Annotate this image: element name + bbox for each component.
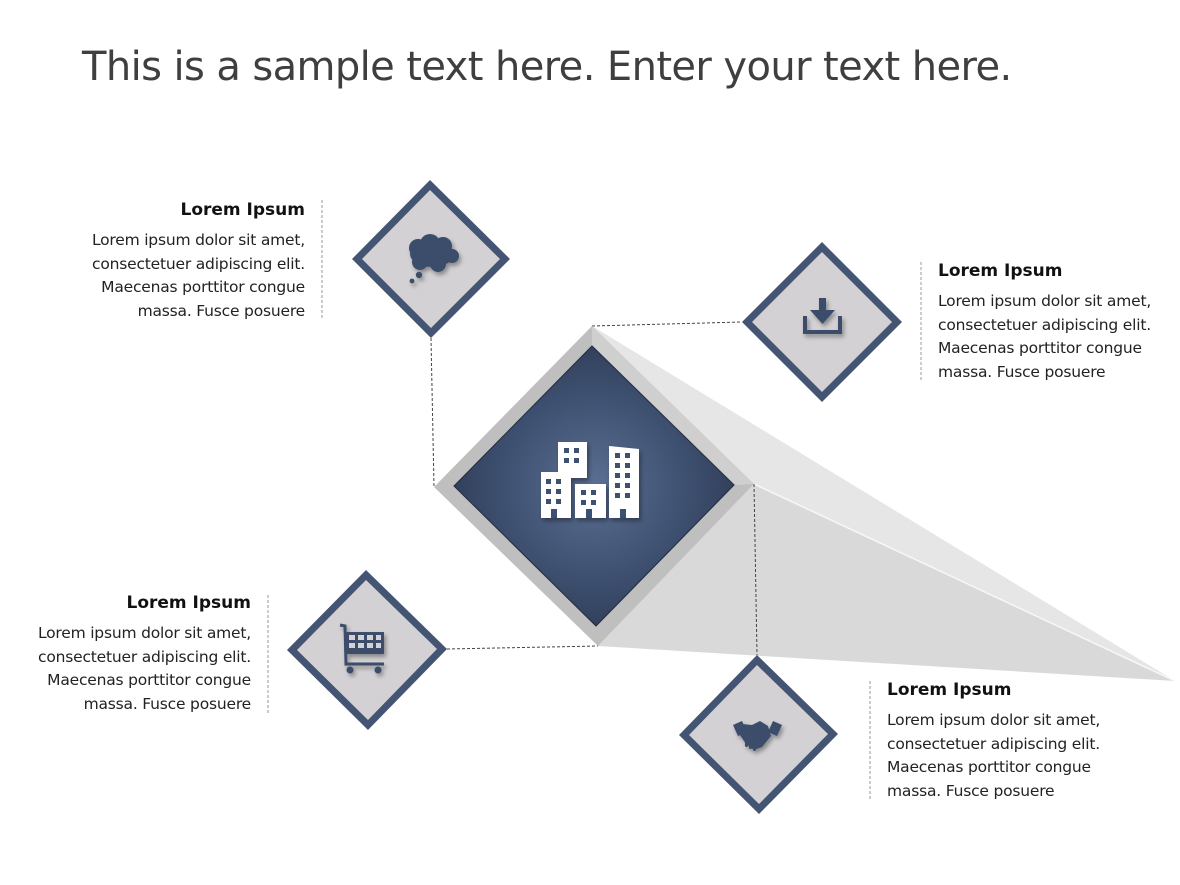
description-line: consectetuer adipiscing elit. [38,647,251,666]
item-description: Lorem ipsum dolor sit amet, consectetuer… [938,290,1178,384]
description-line: consectetuer adipiscing elit. [887,734,1100,753]
description-line: massa. Fusce posuere [83,694,252,713]
download-icon [803,298,842,334]
description-line: consectetuer adipiscing elit. [92,254,305,273]
description-line: massa. Fusce posuere [887,781,1055,800]
description-line: Lorem ipsum dolor sit amet, [938,292,1152,310]
item-heading: Lorem Ipsum [126,593,252,613]
connector-lines [267,200,922,800]
description-line: massa. Fusce posuere [137,301,306,320]
description-line: Lorem ipsum dolor sit amet, [91,231,305,249]
shopping-cart-icon [339,623,384,674]
item-description: Lorem ipsum dolor sit amet, consectetuer… [11,622,251,716]
handshake-icon [733,721,782,751]
building-windows [546,448,630,518]
description-line: consectetuer adipiscing elit. [938,315,1151,334]
description-line: Lorem ipsum dolor sit amet, [37,624,251,642]
item-heading: Lorem Ipsum [180,200,306,220]
item-text-bottom-right: Lorem Ipsum Lorem ipsum dolor sit amet, … [887,679,1127,803]
item-text-top-left: Lorem Ipsum Lorem ipsum dolor sit amet, … [65,199,305,323]
description-line: Maecenas porttitor congue [47,671,251,689]
thought-cloud-icon [409,234,459,284]
description-line: Maecenas porttitor congue [938,339,1142,357]
description-line: Lorem ipsum dolor sit amet, [887,711,1101,729]
item-description: Lorem ipsum dolor sit amet, consectetuer… [887,709,1127,803]
item-description: Lorem ipsum dolor sit amet, consectetuer… [65,229,305,323]
slide-title: This is a sample text here. Enter your t… [82,44,1012,90]
item-heading: Lorem Ipsum [938,261,1063,281]
description-line: Maecenas porttitor congue [887,758,1091,776]
item-text-bottom-left: Lorem Ipsum Lorem ipsum dolor sit amet, … [11,592,251,716]
description-line: massa. Fusce posuere [938,362,1106,381]
item-heading: Lorem Ipsum [887,680,1012,700]
projection-beam [592,326,1176,682]
item-text-top-right: Lorem Ipsum Lorem ipsum dolor sit amet, … [938,260,1178,384]
description-line: Maecenas porttitor congue [101,278,305,296]
